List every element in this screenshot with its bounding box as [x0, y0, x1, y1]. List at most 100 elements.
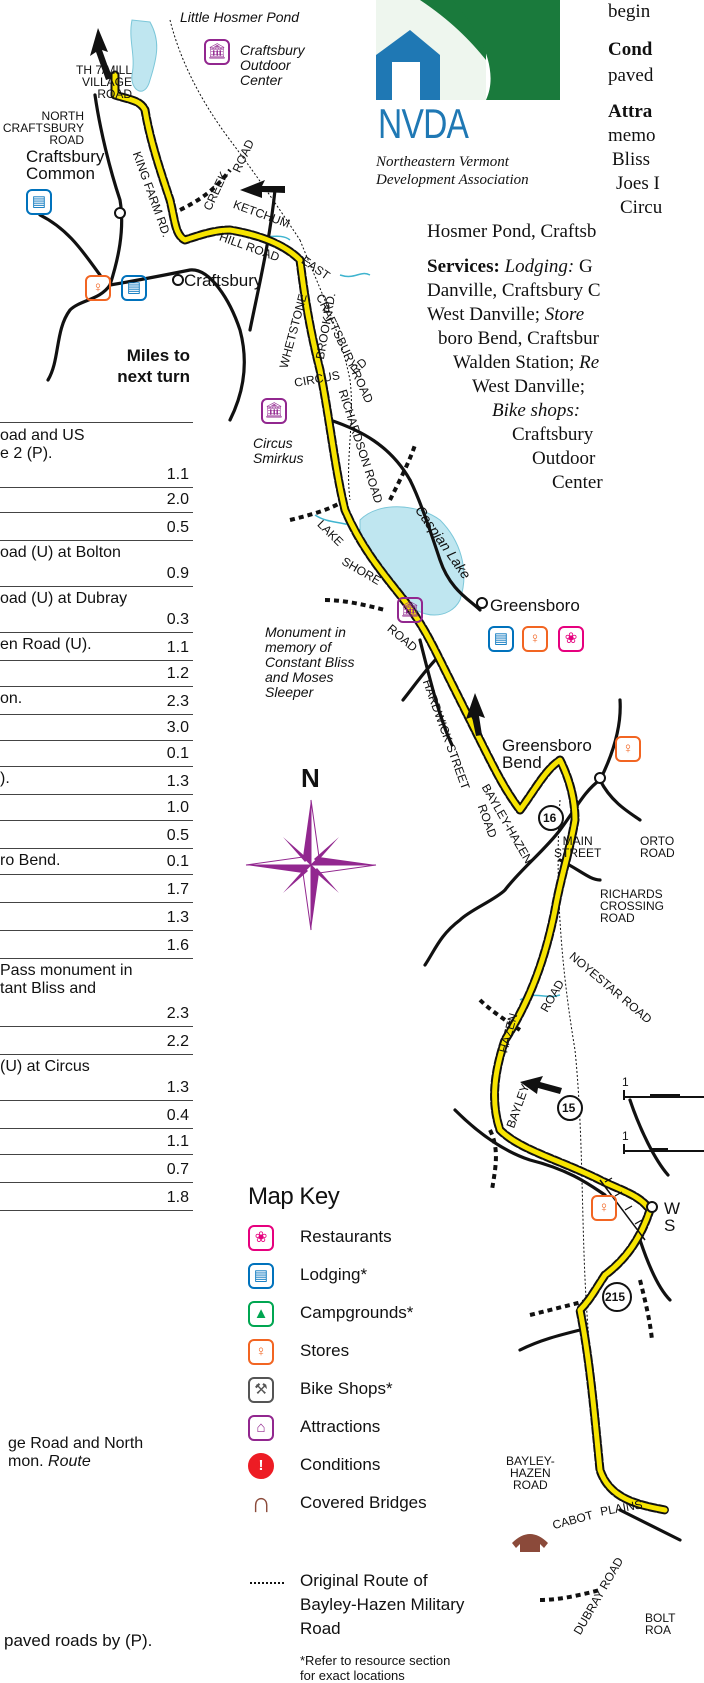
lodging-icon: ▤: [488, 626, 514, 652]
miles-table-row: en Road (U).1.1: [0, 632, 193, 661]
label-orto-road: ORTO ROAD: [640, 834, 675, 860]
text-svc-5b: Re: [579, 352, 600, 373]
miles-table-row: 0.5: [0, 512, 193, 541]
miles-table-row: 1.6: [0, 930, 193, 959]
label-craftsbury-outdoor-center: Craftsbury Outdoor Center: [240, 42, 305, 88]
lodging-icon: ▤: [248, 1263, 274, 1289]
map-key-label: Lodging*: [300, 1265, 368, 1284]
scale-label-2: 1: [622, 1129, 629, 1143]
miles-row-value: 1.2: [166, 665, 189, 682]
miles-table-row: 3.0: [0, 714, 193, 741]
miles-final-line2a: mon.: [8, 1453, 44, 1470]
label-th7-mill-village-road: TH 7/MILL VILLAGE ROAD: [75, 63, 132, 101]
text-svc-3: West Danville; Store: [427, 303, 584, 327]
text-svc-5: Walden Station; Re: [453, 351, 599, 375]
miles-row-value: 1.7: [166, 881, 189, 898]
text-lodging: G: [579, 256, 593, 277]
text-attr-1: memo: [608, 125, 656, 146]
route-15-shield: 15: [562, 1101, 576, 1115]
miles-table-row: 1.8: [0, 1182, 193, 1211]
map-key-label: Covered Bridges: [300, 1493, 427, 1512]
text-lodging-label: Lodging:: [504, 256, 575, 277]
miles-final-line2: mon. Route: [8, 1453, 91, 1471]
miles-row-desc: ro Bend.: [0, 852, 61, 869]
miles-table-row: 0.4: [0, 1100, 193, 1129]
miles-table-row: oad and US e 2 (P).1.1: [0, 422, 193, 488]
map-key-label: Conditions: [300, 1455, 381, 1474]
miles-row-value: 0.7: [166, 1161, 189, 1178]
label-main-street: MAIN STREET: [554, 834, 602, 860]
text-bike-label: Bike shops:: [492, 400, 581, 421]
miles-row-value: 2.3: [166, 693, 189, 710]
miles-row-desc: (U) at Circus: [0, 1058, 90, 1075]
text-attr-5: Hosmer Pond, Craftsb: [427, 221, 597, 242]
miles-table-row: 0.1: [0, 740, 193, 767]
miles-row-value: 0.3: [166, 611, 189, 628]
miles-row-value: 3.0: [166, 719, 189, 736]
miles-table-row: 1.1: [0, 1128, 193, 1155]
miles-row-desc: ).: [0, 770, 10, 787]
miles-table-row: 1.3: [0, 902, 193, 931]
text-cond: paved: [608, 65, 654, 86]
miles-row-value: 1.6: [166, 937, 189, 954]
compass-rose: [245, 799, 377, 931]
nvda-org-line2: Development Association: [376, 172, 529, 188]
miles-row-value: 1.3: [166, 773, 189, 790]
miles-table-row: 0.5: [0, 820, 193, 849]
miles-row-value: 1.3: [166, 909, 189, 926]
nvda-acronym: NVDA: [378, 100, 469, 147]
miles-table-row: 2.0: [0, 486, 193, 513]
lodging-icon: ▤: [121, 275, 147, 301]
map-key-label: Campgrounds*: [300, 1303, 414, 1322]
text-svc-3b: Store: [544, 304, 585, 325]
text-begin: begin: [608, 1, 651, 22]
text-bike-2: Outdoor: [532, 448, 596, 469]
text-attr-label: Attra: [608, 101, 653, 122]
label-bayley-hazen-road: BAYLEY- HAZEN ROAD: [506, 1454, 555, 1492]
text-cond-label: Cond: [608, 39, 653, 60]
label-monument: Monument in memory of Constant Bliss and…: [265, 624, 355, 700]
map-key-label: Attractions: [300, 1417, 381, 1436]
miles-row-value: 2.0: [166, 491, 189, 508]
text-svc-4: boro Bend, Craftsbur: [438, 328, 599, 349]
miles-row-desc: on.: [0, 690, 23, 707]
miles-table-row: 1.0: [0, 794, 193, 821]
miles-row-value: 0.9: [166, 565, 189, 582]
label-richards-crossing-road: RICHARDS CROSSING ROAD: [600, 887, 665, 925]
condition-icon: !: [248, 1453, 274, 1479]
little-hosmer-pond: [130, 19, 158, 92]
miles-table-row: on. 2.3: [0, 686, 193, 715]
miles-row-value: 1.8: [166, 1189, 189, 1206]
store-icon: ♀: [248, 1339, 274, 1365]
scale-label-1: 1: [622, 1075, 629, 1089]
label-north-craftsbury-road: NORTH CRAFTSBURY ROAD: [2, 109, 84, 147]
miles-row-desc: oad (U) at Dubray: [0, 590, 128, 607]
label-craftsbury: Craftsbury: [184, 271, 263, 290]
map-key-note: *Refer to resource section for exact loc…: [300, 1653, 451, 1683]
miles-row-desc: en Road (U).: [0, 636, 92, 653]
label-craftsbury-common: Craftsbury Common: [26, 147, 105, 183]
store-icon: ♀: [522, 626, 548, 652]
miles-row-value: 2.2: [166, 1033, 189, 1050]
restaurant-icon: ❀: [248, 1225, 274, 1251]
miles-table-row: 1.2: [0, 660, 193, 687]
map-key-label: Bike Shops*: [300, 1379, 393, 1398]
text-bike-3: Center: [552, 472, 603, 493]
miles-table-footer: paved roads by (P).: [4, 1631, 153, 1650]
compass-north-label: N: [301, 763, 320, 793]
lodging-icon: ▤: [26, 189, 52, 215]
label-little-hosmer-pond: Little Hosmer Pond: [180, 9, 300, 25]
label-greensboro-bend: Greensboro Bend: [502, 736, 592, 772]
store-icon: ♀: [615, 736, 641, 762]
miles-row-value: 2.3: [166, 1005, 189, 1022]
attraction-icon: 🏛: [204, 39, 230, 65]
miles-row-value: 0.5: [166, 519, 189, 536]
text-svc-6: West Danville;: [472, 376, 585, 397]
text-bike-1: Craftsbury: [512, 424, 594, 445]
original-route-label: Original Route of Bayley-Hazen Military …: [300, 1571, 465, 1638]
miles-row-value: 0.1: [166, 853, 189, 870]
miles-row-desc: oad (U) at Bolton: [0, 544, 121, 561]
